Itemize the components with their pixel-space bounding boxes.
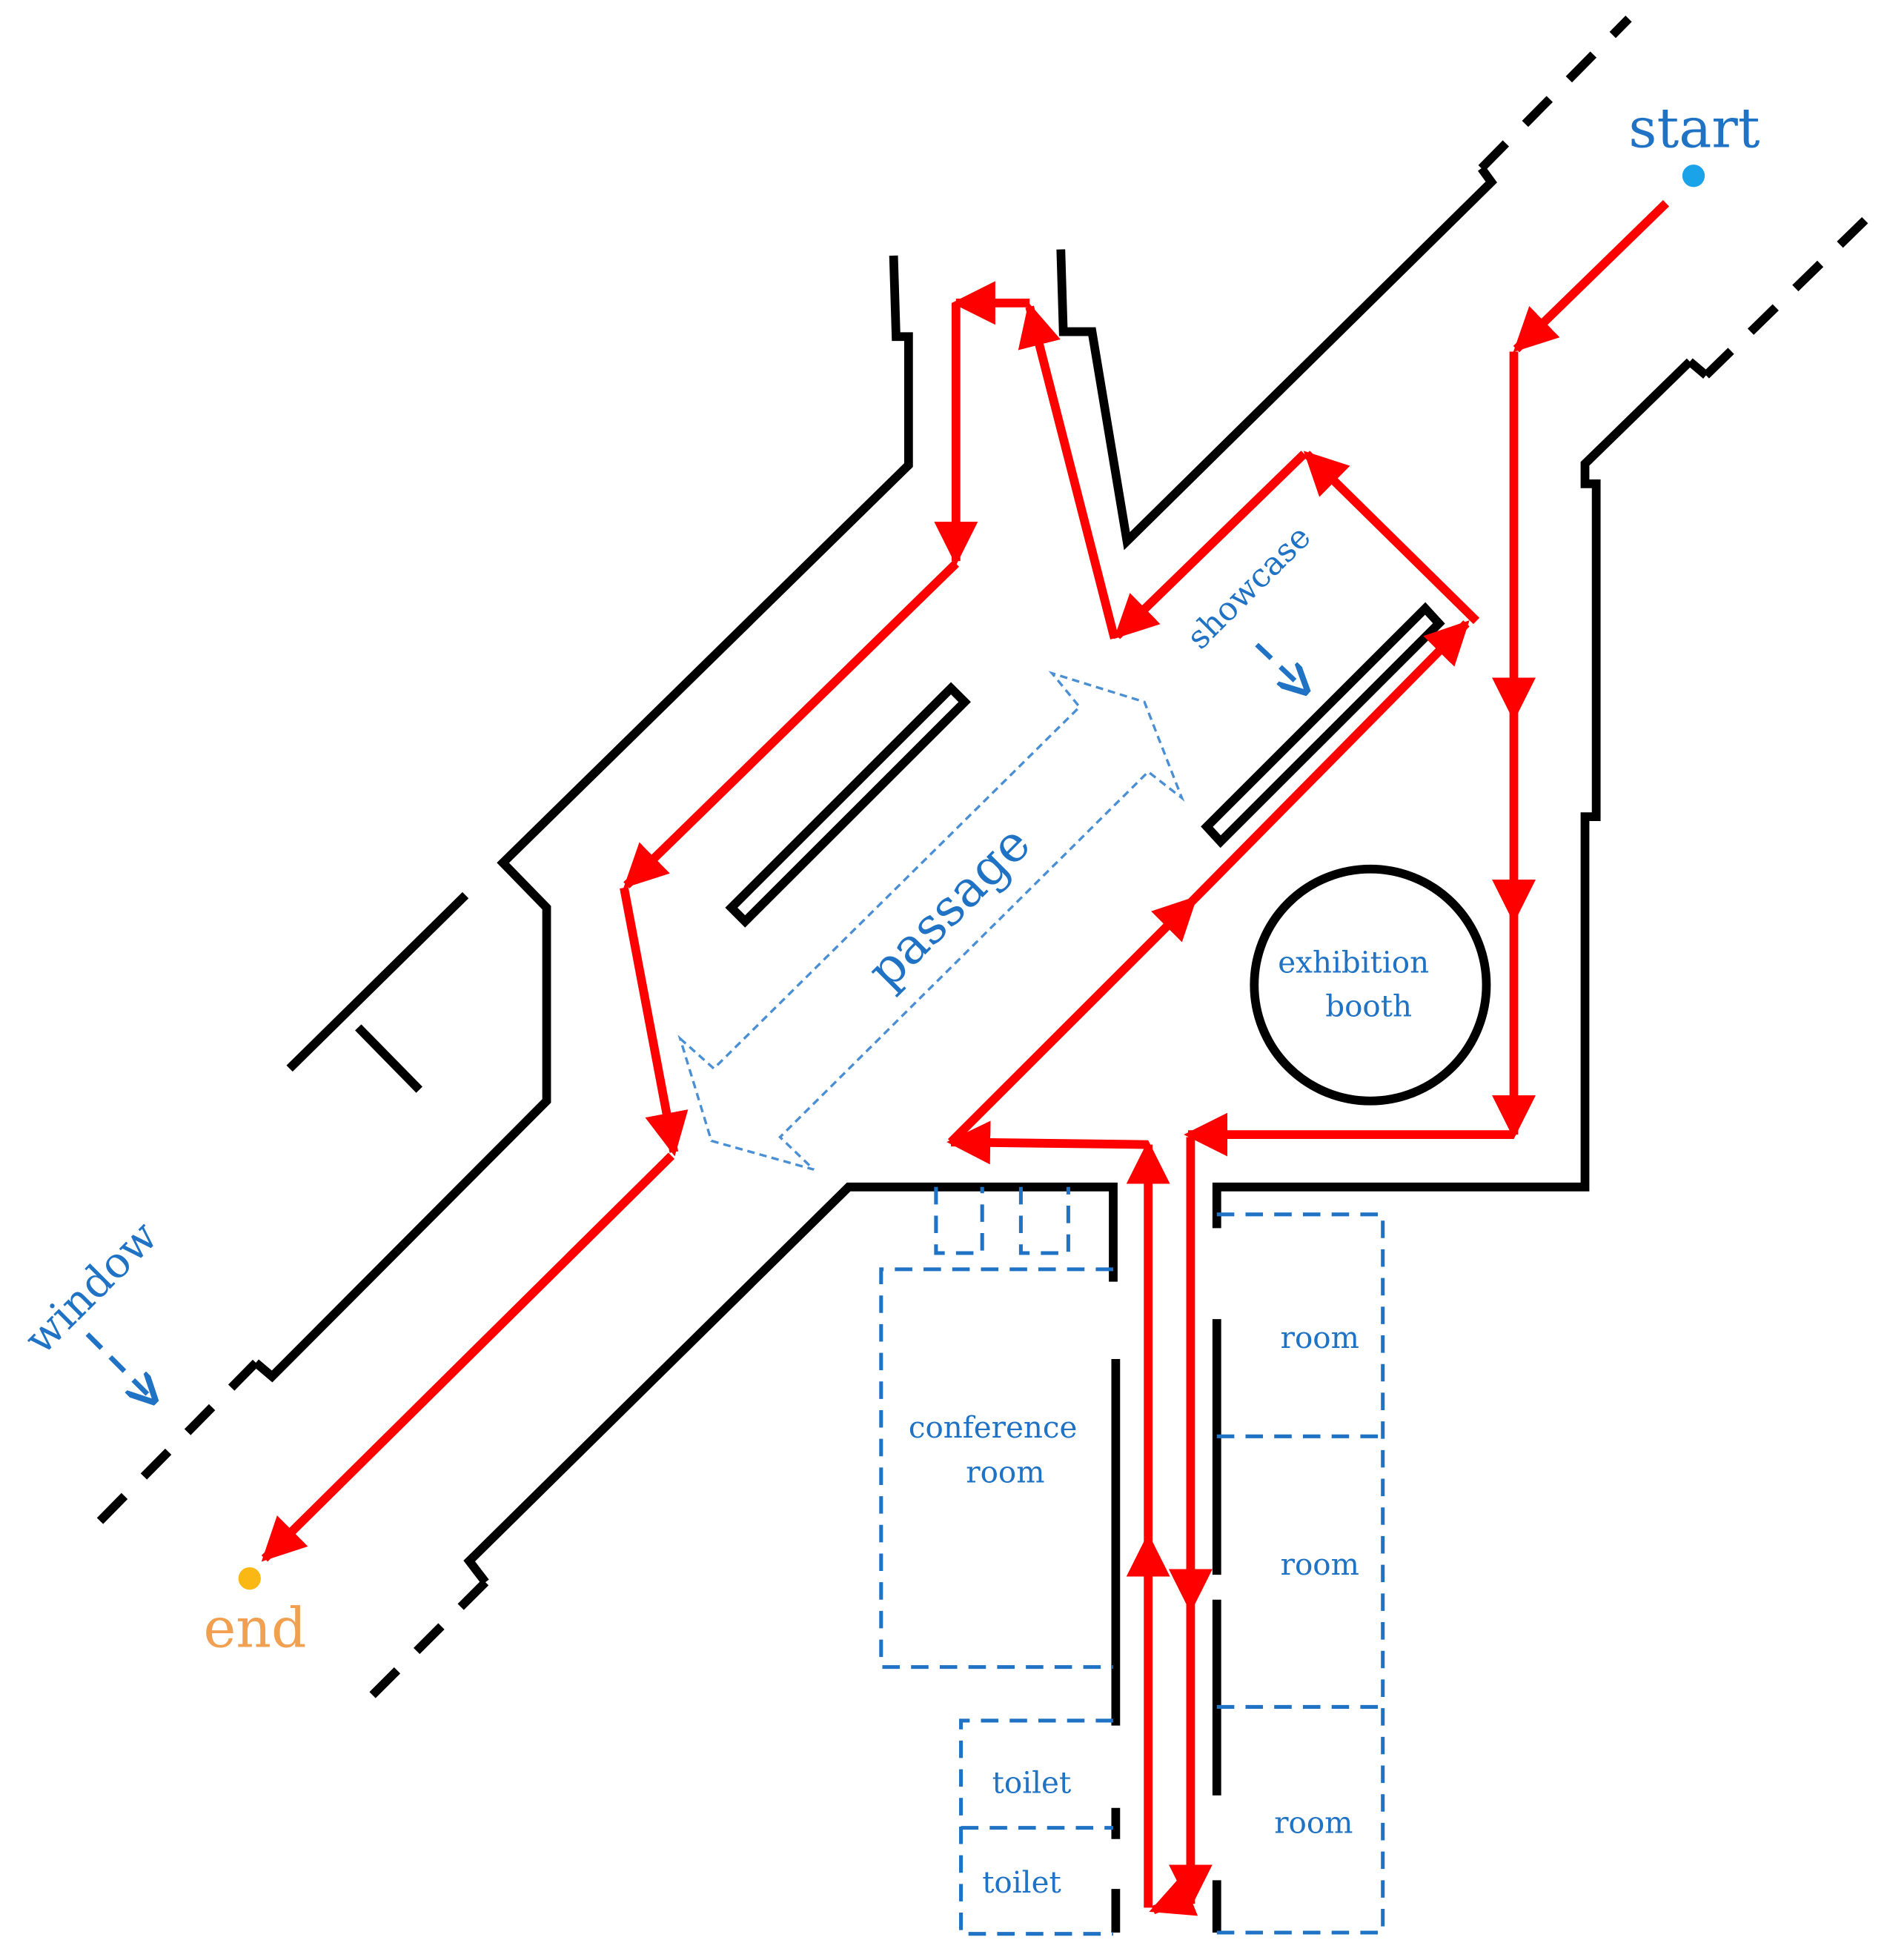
room-1-label: room bbox=[1281, 1320, 1359, 1355]
route-seg-11 bbox=[946, 1120, 1149, 1165]
room-2-label: room bbox=[1281, 1547, 1359, 1582]
room-3-label: room bbox=[1274, 1805, 1353, 1840]
route-seg-19 bbox=[623, 560, 959, 888]
end-label: end bbox=[203, 1597, 306, 1661]
start-label: start bbox=[1628, 97, 1760, 161]
route-seg-15 bbox=[1113, 451, 1307, 640]
ext-right bbox=[1702, 216, 1869, 379]
start-dot bbox=[1682, 165, 1705, 187]
route-seg-8 bbox=[1149, 1875, 1198, 1916]
route-seg-20 bbox=[620, 886, 689, 1157]
wall-extensions bbox=[96, 16, 1869, 1712]
route-seg-21 bbox=[261, 1152, 675, 1562]
end-dot bbox=[238, 1567, 261, 1590]
ext-bottom bbox=[356, 1579, 489, 1712]
rooms bbox=[879, 1186, 1385, 1936]
walls bbox=[253, 165, 1709, 1933]
toilet-1-label: toilet bbox=[992, 1766, 1072, 1801]
booth-label: booth bbox=[1325, 989, 1412, 1023]
route-seg-14 bbox=[1303, 451, 1480, 625]
wall-stub-lower bbox=[355, 1024, 422, 1093]
wall-stub-upper bbox=[286, 891, 469, 1072]
wall-top-left-wing bbox=[253, 255, 913, 1383]
wall-lower-left-diagonal bbox=[463, 1182, 1118, 1585]
showcase-label: showcase bbox=[1180, 518, 1319, 657]
window-pointer-arrow bbox=[85, 1332, 153, 1398]
conference-room-label: room bbox=[966, 1455, 1044, 1490]
ext-left bbox=[96, 1359, 259, 1524]
cubicle-1 bbox=[934, 1186, 984, 1255]
passage-arrow bbox=[677, 671, 1185, 1171]
conference-room-outline bbox=[879, 1267, 1114, 1670]
route-seg-1 bbox=[1513, 200, 1670, 353]
route-seg-16 bbox=[1018, 302, 1119, 640]
route-seg-13 bbox=[1191, 620, 1470, 903]
cubicle-2 bbox=[1018, 1186, 1070, 1255]
showcase-right bbox=[1201, 602, 1445, 848]
exhibition-booth bbox=[1250, 864, 1491, 1106]
route-seg-12 bbox=[947, 895, 1198, 1146]
wall-top-center bbox=[1056, 165, 1497, 551]
wall-right bbox=[1212, 358, 1694, 1229]
wall-right-upper bbox=[1687, 358, 1709, 379]
showcase-pointer-arrow bbox=[1255, 642, 1304, 690]
exhibition-label: exhibition bbox=[1278, 945, 1429, 980]
showcase-left bbox=[725, 682, 971, 928]
toilet-2-label: toilet bbox=[982, 1865, 1061, 1900]
rooms-outline bbox=[1216, 1212, 1385, 1935]
conference-label: conference bbox=[909, 1410, 1078, 1445]
route bbox=[261, 200, 1670, 1916]
ext-top bbox=[1478, 16, 1632, 172]
